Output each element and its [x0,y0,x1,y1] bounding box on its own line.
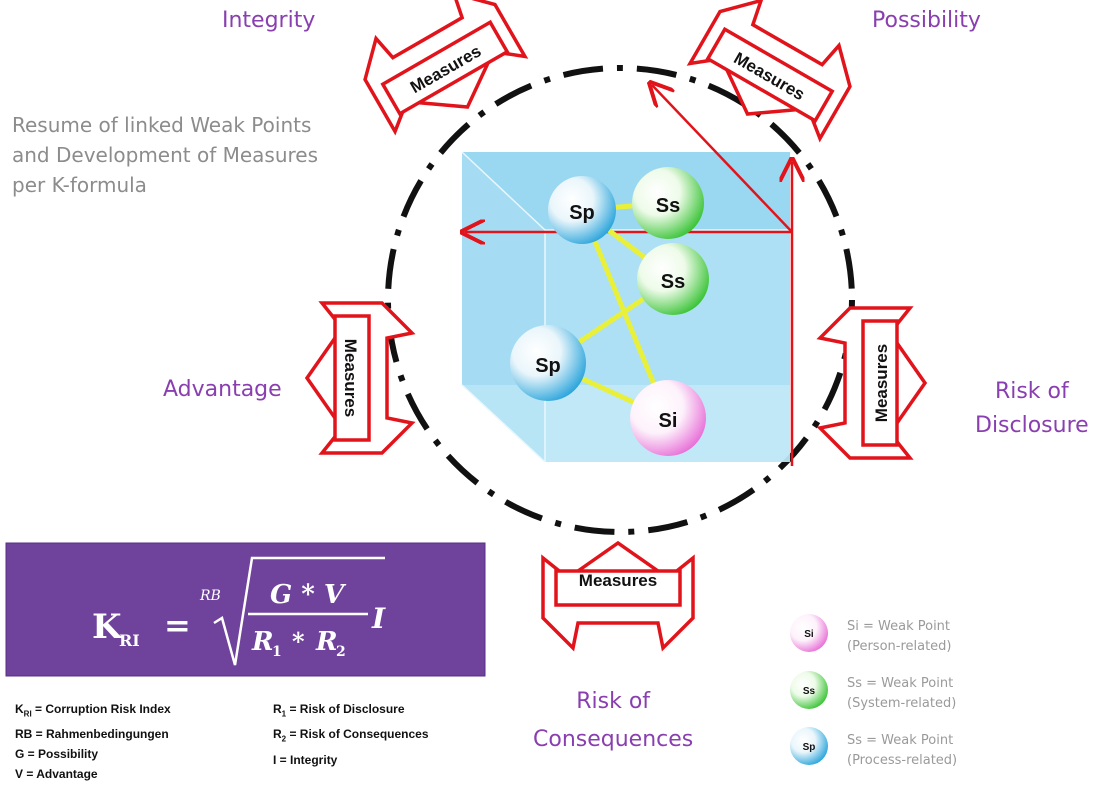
legend-sphere-sp: Sp [790,727,828,765]
resume-line-2: and Development of Measures [12,143,319,167]
svg-text:Si: Si [804,629,814,640]
label-risk-consequences-line2: Consequences [533,727,694,752]
label-risk-disclosure-line2: Disclosure [975,413,1089,438]
radical-sign [213,556,385,666]
key-sp: Ss = Weak Point (Process-related) [847,731,957,771]
svg-text:1: 1 [272,644,282,660]
svg-text:Measures: Measures [872,344,891,422]
definitions-left: KRI = Corruption Risk Index RB = Rahmenb… [15,699,171,784]
label-risk-consequences: Risk of Consequences [533,683,693,759]
axis-arrows [465,85,792,466]
svg-text:I: I [371,602,386,635]
measures-possibility: Measures [680,0,867,154]
key-si: Si = Weak Point (Person-related) [847,617,952,657]
sphere-sp-left: Sp [510,325,586,401]
sphere-ss-mid: Ss [637,243,709,315]
legend-sphere-ss: Ss [790,671,828,709]
resume-line-3: per K-formula [12,173,147,197]
label-possibility: Possibility [872,8,981,33]
sphere-ss-top: Ss [632,167,704,239]
sphere-si: Si [630,380,706,456]
resume-description: Resume of linked Weak Points and Develop… [12,110,412,200]
definition-rb: RB = Rahmenbedingungen [15,727,169,742]
measures-risk-disclosure: Measures [818,306,927,460]
definitions-right: R1 = Risk of Disclosure R2 = Risk of Con… [273,699,429,770]
key-si-line1: Si = Weak Point [847,619,951,634]
svg-text:2: 2 [336,644,346,660]
formula-box [5,542,486,677]
svg-text:R: R [315,627,338,657]
svg-text:RI: RI [119,631,140,650]
svg-text:*: * [292,627,305,656]
key-ss: Ss = Weak Point (System-related) [847,674,956,714]
svg-text:Sp: Sp [535,355,561,377]
label-risk-consequences-line1: Risk of [576,689,651,714]
key-si-line2: (Person-related) [847,639,952,654]
svg-text:K: K [92,607,123,647]
definition-r1: R1 = Risk of Disclosure [273,702,405,719]
label-advantage: Advantage [163,377,282,402]
key-ss-line2: (System-related) [847,696,957,711]
svg-text:Measures: Measures [341,339,360,417]
legend-sphere-si: Si [790,614,828,652]
k-formula: K RI = RB G * V R 1 * R 2 I [5,542,486,677]
measures-advantage: Measures [305,301,414,455]
weak-point-cube [461,151,790,463]
key-ss-line1: Ss = Weak Point [847,676,954,691]
svg-text:Measures: Measures [579,571,657,590]
definition-r2: R2 = Risk of Consequences [273,727,429,744]
svg-text:Ss: Ss [803,686,816,697]
svg-text:RB: RB [199,588,221,604]
svg-text:=: = [164,606,191,644]
label-risk-disclosure: Risk of Disclosure [975,375,1089,443]
measures-integrity: Measures [348,0,535,147]
svg-text:Sp: Sp [569,202,595,224]
definition-i: I = Integrity [273,752,338,767]
svg-text:G * V: G * V [270,580,347,610]
measures-risk-consequences: Measures [541,541,695,650]
label-integrity: Integrity [222,8,316,33]
svg-text:Si: Si [659,410,678,432]
boundary-circle [385,65,855,535]
svg-text:Sp: Sp [803,742,816,753]
label-risk-disclosure-line1: Risk of [994,379,1069,404]
key-sp-line2: (Process-related) [847,753,958,768]
definition-k: KRI = Corruption Risk Index [15,702,171,719]
sphere-sp-top: Sp [548,176,616,244]
definition-v: V = Advantage [15,767,98,782]
resume-line-1: Resume of linked Weak Points [12,113,312,137]
definition-g: G = Possibility [15,747,99,762]
key-sp-line1: Ss = Weak Point [847,733,954,748]
svg-text:R: R [251,627,274,657]
svg-text:Ss: Ss [661,271,685,293]
svg-text:Ss: Ss [656,195,680,217]
